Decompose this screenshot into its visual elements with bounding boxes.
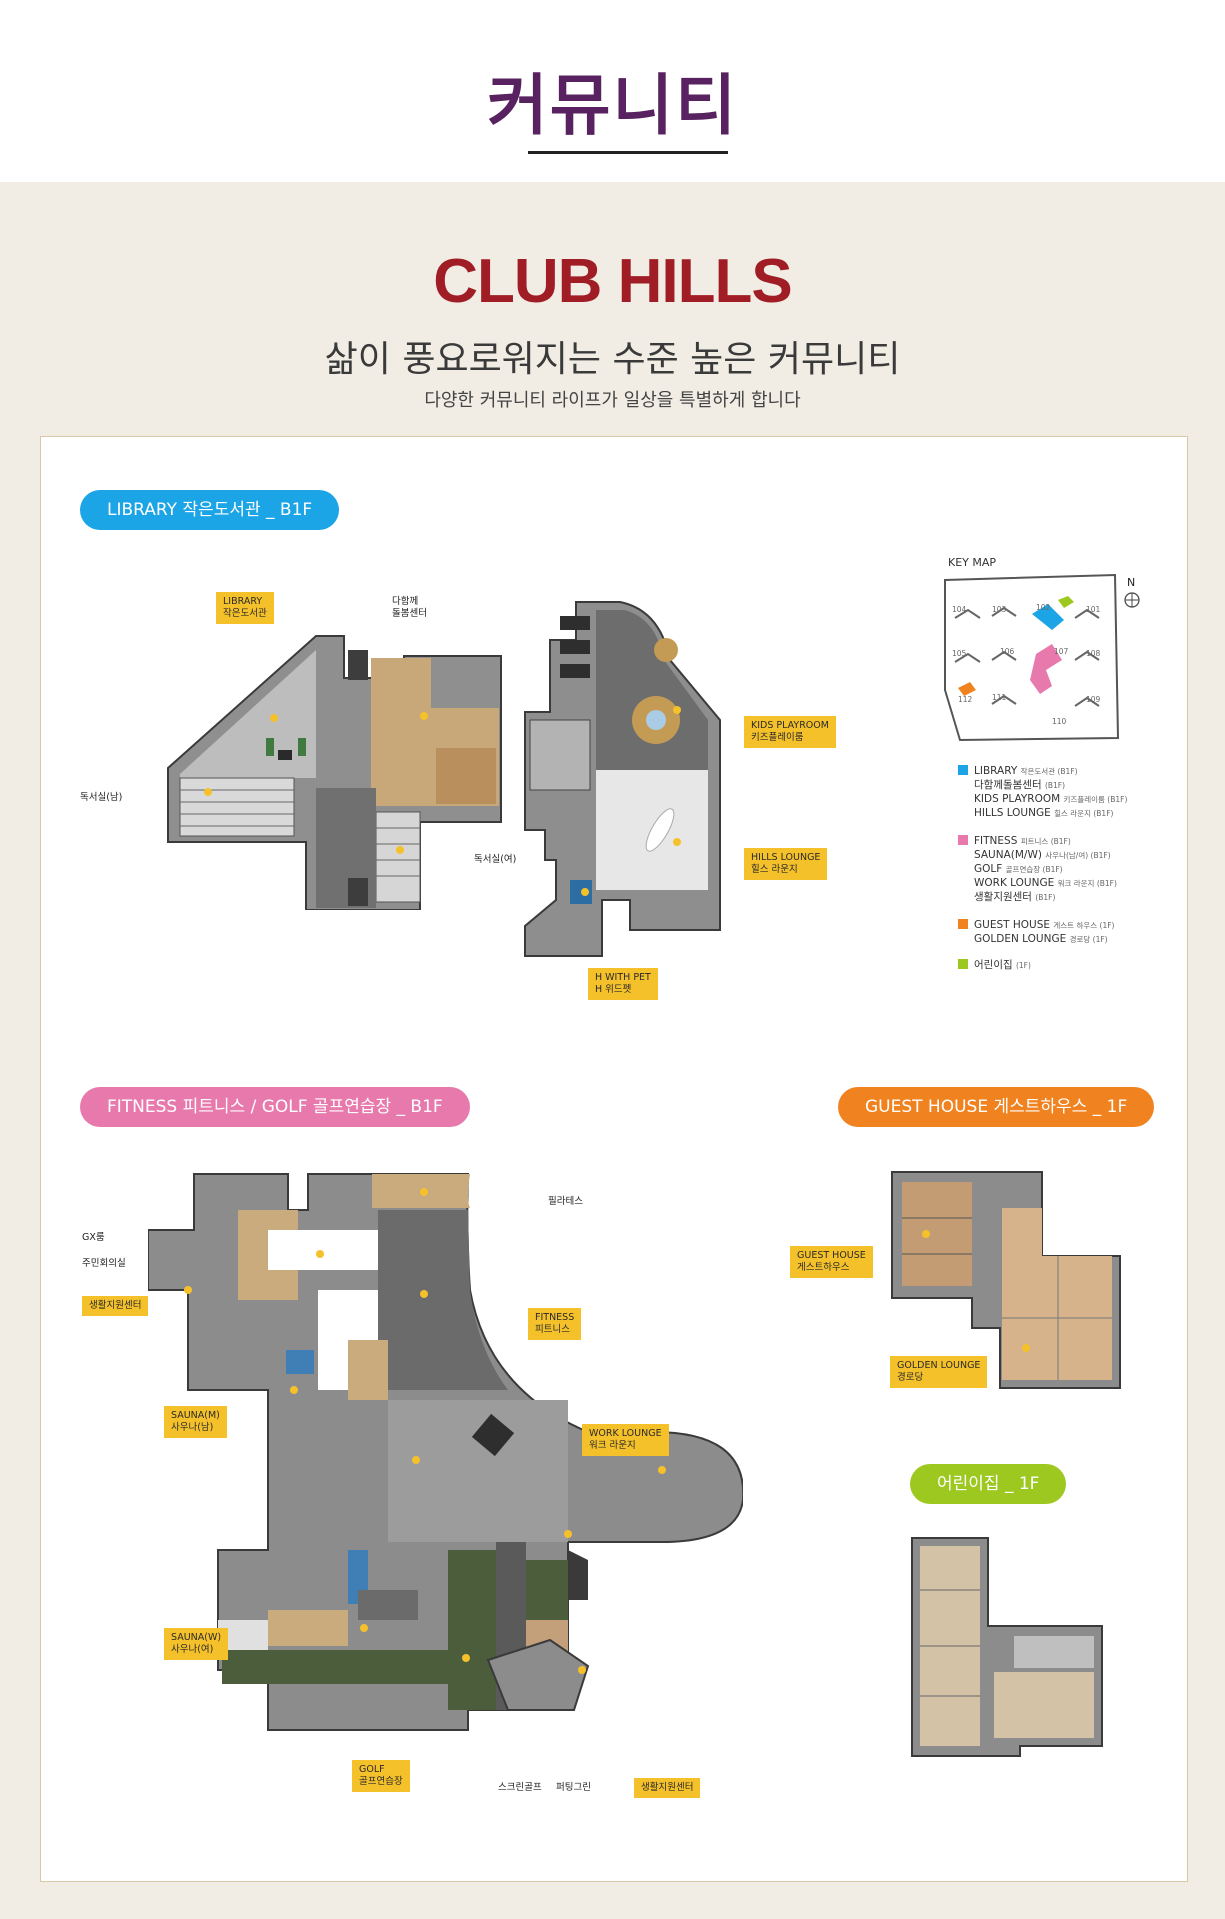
guesthouse-floorplan [891, 1171, 1121, 1389]
legend-blue: LIBRARY 작은도서관 (B1F) [958, 764, 1078, 779]
kids-lounge-floorplan [524, 601, 721, 957]
keymap-building-label: 108 [1086, 649, 1101, 658]
sauna-m-tag: SAUNA(M) 사우나(남) [164, 1406, 227, 1438]
with-pet-tag: H WITH PET H 위드펫 [588, 968, 658, 1000]
support-center-tag: 생활지원센터 [82, 1296, 149, 1316]
meeting-room-label: 주민회의실 [82, 1258, 126, 1269]
fitness-tag: FITNESS 피트니스 [528, 1308, 582, 1340]
reading-room-m-label: 독서실(남) [80, 792, 123, 803]
sauna-w-tag: SAUNA(W) 사우나(여) [164, 1628, 229, 1660]
pilates-label: 필라테스 [548, 1196, 583, 1207]
legend-item: KIDS PLAYROOM 키즈플레이룸 (B1F) [974, 793, 1128, 805]
keymap-building-label: 101 [1086, 605, 1101, 614]
legend-orange: GUEST HOUSE 게스트 하우스 (1F) [958, 918, 1114, 933]
putting-green-label: 퍼팅그린 [556, 1782, 591, 1793]
title-divider [528, 151, 728, 154]
section-description: 다양한 커뮤니티 라이프가 일상을 특별하게 합니다 [424, 390, 801, 411]
reading-room-f-label: 독서실(여) [474, 854, 517, 865]
work-lounge-tag: WORK LOUNGE 워크 라운지 [582, 1424, 669, 1456]
legend-item: 다함께돌봄센터 (B1F) [974, 779, 1066, 791]
library-floorplan [167, 635, 502, 910]
daycare-floorplan [911, 1537, 1103, 1757]
north-label: N [1127, 576, 1136, 589]
keymap-building-label: 112 [958, 695, 973, 704]
screen-golf-label: 스크린골프 [498, 1782, 542, 1793]
guest-house-tag: GUEST HOUSE 게스트하우스 [790, 1246, 873, 1278]
legend-green-swatch [958, 959, 968, 969]
brand-title: CLUB HILLS [433, 247, 793, 316]
legend-blue-swatch [958, 765, 968, 775]
keymap-building-label: 106 [1000, 647, 1015, 656]
legend-pink: FITNESS 피트니스 (B1F) [958, 834, 1071, 849]
section-subtitle: 삶이 풍요로워지는 수준 높은 커뮤니티 [324, 339, 901, 380]
care-center-label: 다함께 돌봄센터 [392, 596, 427, 619]
keymap-building-label: 102 [1036, 603, 1051, 612]
legend-item: 생활지원센터 (B1F) [974, 891, 1056, 903]
header: 커뮤니티 [0, 0, 1225, 182]
library-section-label: LIBRARY 작은도서관 _ B1F [80, 490, 340, 530]
fitness-golf-floorplan [148, 1173, 743, 1731]
legend-item: HILLS LOUNGE 힐스 라운지 (B1F) [974, 807, 1114, 819]
golf-tag: GOLF 골프연습장 [352, 1760, 410, 1792]
daycare-section-label: 어린이집 _ 1F [910, 1464, 1067, 1504]
keymap-building-label: 107 [1054, 647, 1069, 656]
keymap-building-label: 110 [1052, 717, 1067, 726]
keymap-title: KEY MAP [948, 556, 997, 569]
legend-item: SAUNA(M/W) 사우나(남/여) (B1F) [974, 849, 1111, 861]
page-title: 커뮤니티 [487, 67, 738, 144]
legend-item: GOLDEN LOUNGE 경로당 (1F) [974, 933, 1108, 945]
fitness-section-label: FITNESS 피트니스 / GOLF 골프연습장 _ B1F [80, 1087, 470, 1127]
guesthouse-section-label: GUEST HOUSE 게스트하우스 _ 1F [838, 1087, 1155, 1127]
hills-lounge-tag: HILLS LOUNGE 힐스 라운지 [744, 848, 828, 880]
keymap-building-label: 111 [992, 693, 1007, 702]
keymap-building-label: 103 [992, 605, 1007, 614]
keymap-site-plan [944, 573, 1140, 742]
support-center-tag-2: 생활지원센터 [634, 1778, 701, 1798]
keymap-building-label: 109 [1086, 695, 1101, 704]
legend-orange-swatch [958, 919, 968, 929]
library-tag: LIBRARY 작은도서관 [216, 592, 274, 624]
legend-item: WORK LOUNGE 워크 라운지 (B1F) [974, 877, 1117, 889]
golden-lounge-tag: GOLDEN LOUNGE 경로당 [890, 1356, 988, 1388]
legend-item: GOLF 골프연습장 (B1F) [974, 863, 1063, 875]
keymap-building-label: 105 [952, 649, 967, 658]
legend-pink-swatch [958, 835, 968, 845]
legend-green: 어린이집 (1F) [958, 958, 1031, 973]
keymap-building-label: 104 [952, 605, 967, 614]
gx-room-label: GX룸 [82, 1232, 105, 1243]
kids-playroom-tag: KIDS PLAYROOM 키즈플레이룸 [744, 716, 836, 748]
